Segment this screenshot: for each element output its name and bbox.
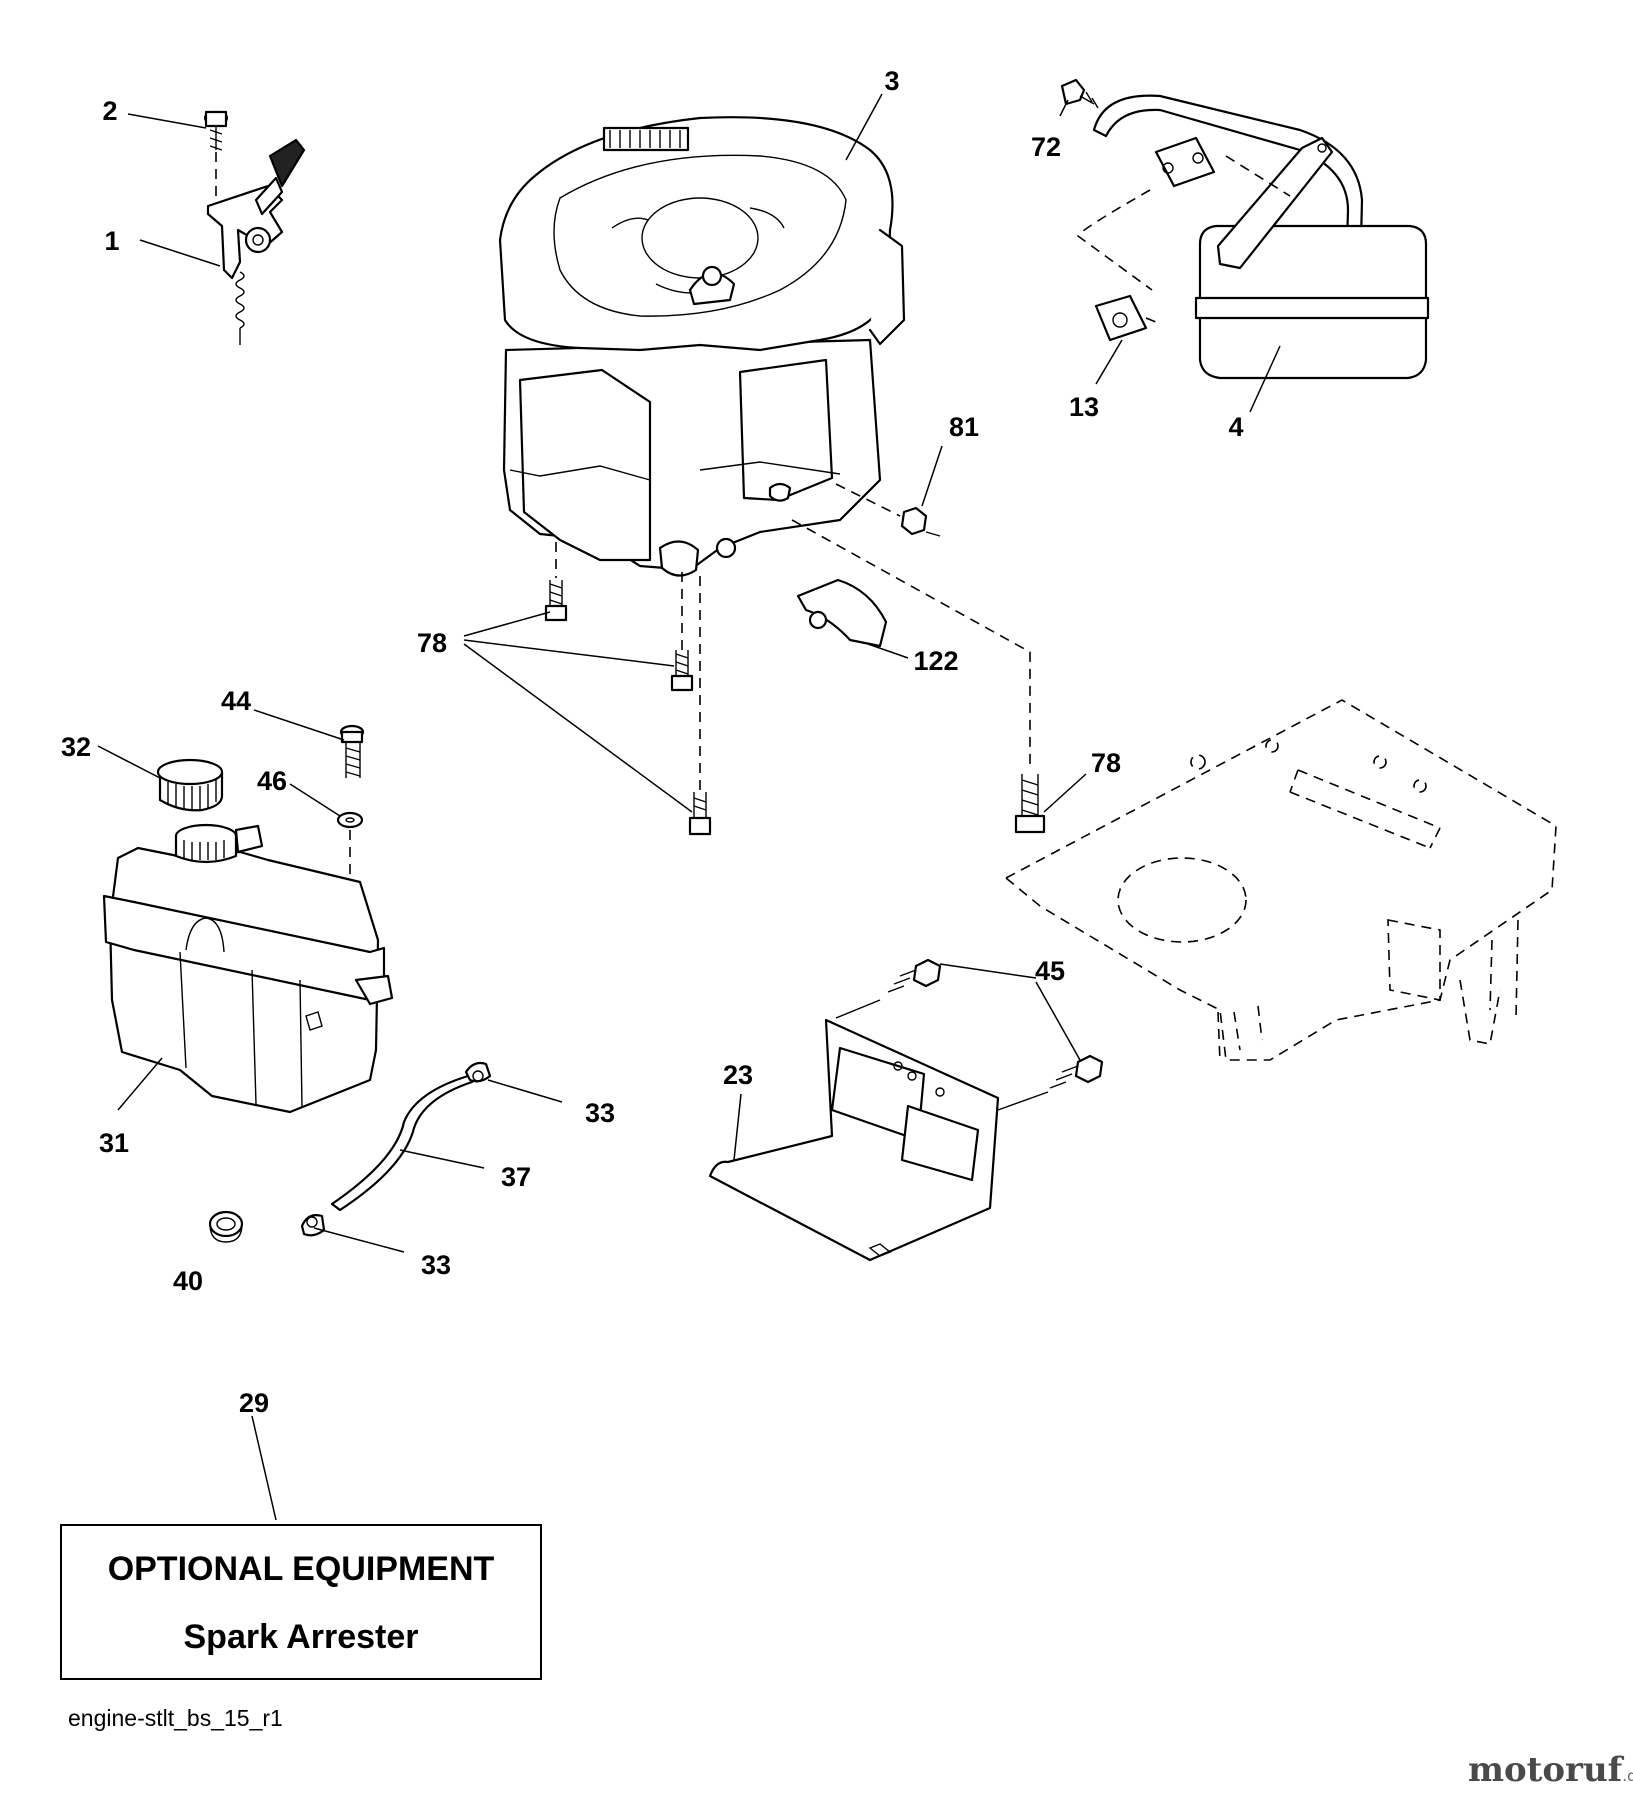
watermark-brand: motoruf <box>1468 1750 1623 1790</box>
optional-equipment-box: OPTIONAL EQUIPMENT Spark Arrester <box>60 1524 542 1680</box>
spark-arrester-label: Spark Arrester <box>183 1618 419 1656</box>
callout-4: 4 <box>1228 412 1243 442</box>
callout-29: 29 <box>239 1388 269 1418</box>
callout-1: 1 <box>104 226 119 256</box>
callout-37: 37 <box>501 1162 531 1192</box>
callout-40: 40 <box>173 1266 203 1296</box>
callout-44: 44 <box>221 686 251 716</box>
callout-122: 122 <box>913 646 958 676</box>
callout-33-lower: 33 <box>421 1250 451 1280</box>
callout-2: 2 <box>102 96 117 126</box>
muffler-part <box>1060 78 1430 380</box>
fuel-line-part <box>208 1061 492 1243</box>
engine-hardware <box>544 483 1046 836</box>
callout-81: 81 <box>949 412 979 442</box>
callout-72: 72 <box>1031 132 1061 162</box>
watermark-tld: .de <box>1622 1767 1633 1785</box>
callout-3: 3 <box>884 66 899 96</box>
optional-equipment-title: OPTIONAL EQUIPMENT <box>107 1550 495 1588</box>
engine-part <box>498 116 906 577</box>
callout-23: 23 <box>723 1060 753 1090</box>
throttle-control-part <box>203 110 306 345</box>
callout-78-right: 78 <box>1091 748 1121 778</box>
callout-33-upper: 33 <box>585 1098 615 1128</box>
callout-45: 45 <box>1035 956 1065 986</box>
frame-part <box>1004 699 1557 1063</box>
callout-13: 13 <box>1069 392 1099 422</box>
callout-78-left: 78 <box>417 628 447 658</box>
drawing-id: engine-stlt_bs_15_r1 <box>68 1705 283 1731</box>
callouts: 1 2 3 72 13 4 81 78 122 78 44 32 46 31 4… <box>61 66 1244 1418</box>
callout-46: 46 <box>257 766 287 796</box>
leader-lines <box>97 93 1281 1521</box>
callout-31: 31 <box>99 1128 129 1158</box>
fuel-tank-part <box>102 724 394 1114</box>
watermark-logo: motoruf.de <box>1468 1750 1633 1790</box>
callout-32: 32 <box>61 732 91 762</box>
heat-shield-part <box>708 958 1104 1262</box>
